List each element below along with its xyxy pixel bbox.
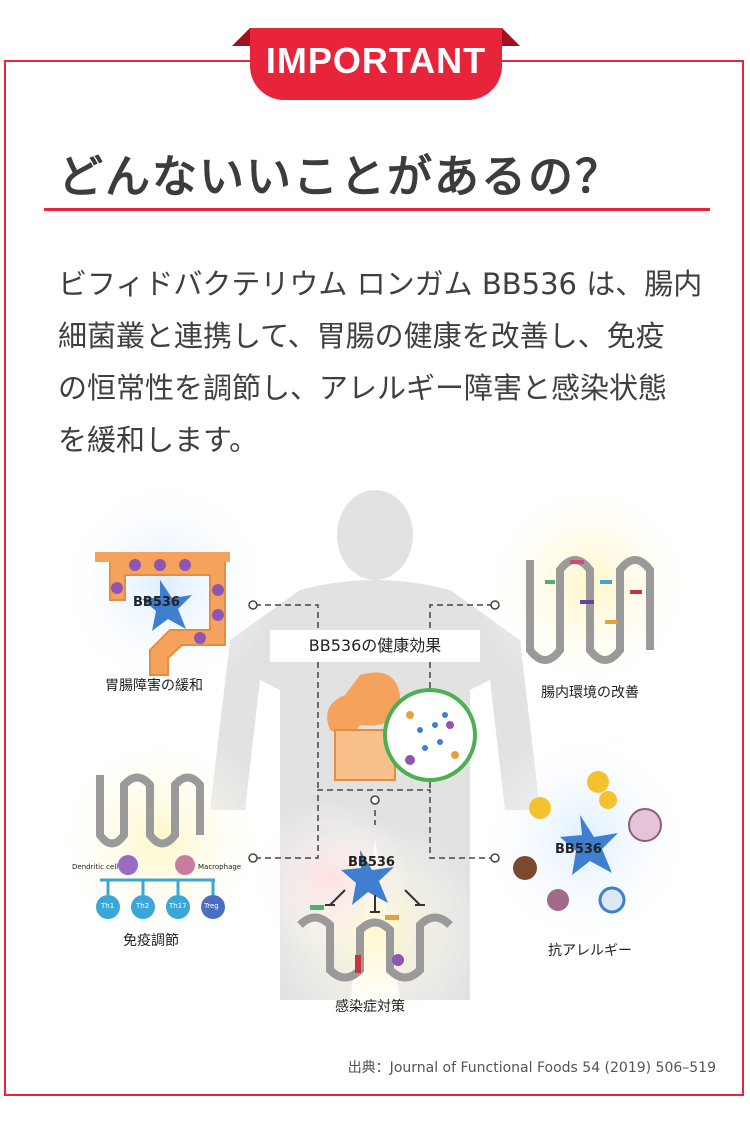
immune-cell-row [100, 878, 215, 895]
badge-fold-left [232, 28, 250, 46]
description-line: を緩和します。 [58, 423, 259, 457]
bacteria-cluster-top [545, 560, 642, 624]
t-cells [96, 895, 225, 919]
dendritic-cell-icon [118, 855, 138, 875]
connector-dots [248, 600, 500, 863]
colon-icon [95, 552, 230, 676]
villi-icon-top [526, 556, 654, 664]
strain-tag: BB536 [555, 842, 602, 857]
label-macrophage: Macrophage [198, 863, 242, 871]
description-line: 細菌叢と連携して、胃腸の健康を改善し、免疫 [58, 319, 665, 353]
description-line: の恒常性を調節し、アレルギー障害と感染状態 [58, 371, 668, 405]
label-th17: Th17 [169, 902, 187, 910]
digestive-icon [327, 672, 477, 782]
citation: 出典：Journal of Functional Foods 54 (2019)… [347, 1060, 716, 1076]
page-title: どんないいことがあるの？ [58, 150, 623, 203]
badge-label: IMPORTANT [265, 40, 487, 81]
label-th2: Th2 [136, 902, 150, 910]
macrophage-icon [175, 855, 195, 875]
strain-tag: BB536 [133, 595, 180, 610]
badge-background [250, 28, 502, 100]
label-anti-allergy: 抗アレルギー [548, 943, 632, 959]
strain-tag: BB536 [348, 855, 395, 870]
description-line: ビフィドバクテリウム ロンガム BB536 は、腸内 [58, 267, 703, 301]
infection-icon [297, 850, 453, 982]
health-effects-diagram: BB536の健康効果 BB536 BB536 BB536 胃腸障害の緩和 腸内環… [0, 480, 750, 1040]
badge-fold-right [502, 28, 520, 46]
title-underline [44, 208, 710, 211]
villi-icon-immune [96, 773, 204, 848]
description: ビフィドバクテリウム ロンガム BB536 は、腸内 細菌叢と連携して、胃腸の健… [58, 258, 708, 466]
connector-lines [255, 604, 493, 859]
label-th1: Th1 [101, 902, 115, 910]
diagram-illustration [45, 480, 705, 1040]
label-gi-relief: 胃腸障害の緩和 [105, 678, 203, 694]
label-gut-environment: 腸内環境の改善 [541, 685, 639, 701]
label-infection-control: 感染症対策 [335, 999, 405, 1015]
important-badge: IMPORTANT [0, 0, 750, 110]
diagram-center-title: BB536の健康効果 [270, 630, 480, 662]
label-immune-regulation: 免疫調節 [123, 933, 179, 949]
label-dendritic-cell: Dendritic cell [72, 863, 119, 871]
label-treg: Treg [204, 902, 219, 910]
allergy-icon [513, 771, 662, 914]
